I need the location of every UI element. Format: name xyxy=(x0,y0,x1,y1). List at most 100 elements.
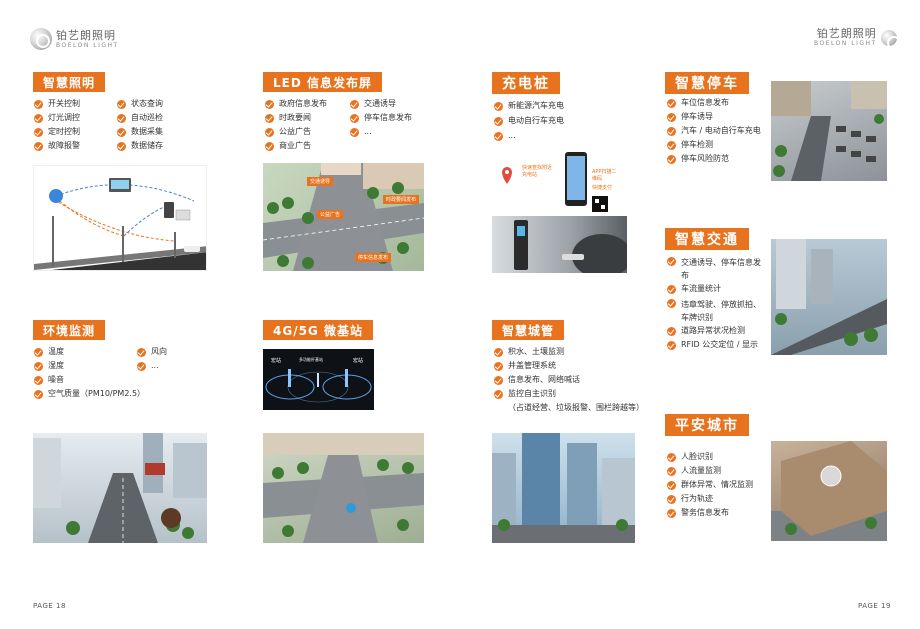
smart-traffic-photo xyxy=(771,239,887,355)
led-label: 公益广告 xyxy=(317,210,344,219)
check-icon xyxy=(34,348,43,357)
charging-app-diagram: 快速查找附近充电站 APP扫描二维码 快捷支付 xyxy=(492,150,632,213)
list-item: 政府信息发布 xyxy=(265,99,327,113)
check-icon xyxy=(667,495,676,504)
safe-city-list: 人脸识别 人流量监测 群体异常、情况监测 行为轨迹 警务信息发布 xyxy=(667,452,753,522)
check-icon xyxy=(494,348,503,357)
charging-photo xyxy=(492,216,627,273)
check-icon xyxy=(350,100,359,109)
smart-parking-title: 智慧停车 xyxy=(665,72,749,94)
check-icon xyxy=(34,142,43,151)
list-item: 井盖管理系统 xyxy=(494,361,644,375)
list-item: 停车信息发布 xyxy=(350,113,412,127)
smart-traffic-list: 交通诱导、停车信息发布 车流量统计 违章驾驶、停放抓拍、车牌识别 道路异常状况检… xyxy=(667,256,767,354)
check-icon xyxy=(265,128,274,137)
check-icon xyxy=(667,341,676,350)
smart-pipe-title: 智慧城管 xyxy=(492,320,565,340)
list-item: 警务信息发布 xyxy=(667,508,753,522)
check-icon xyxy=(265,142,274,151)
station-label: 宏站 xyxy=(271,358,282,364)
check-icon xyxy=(667,481,676,490)
check-icon xyxy=(34,114,43,123)
list-item: 停车检测 xyxy=(667,140,761,154)
check-icon xyxy=(667,257,676,266)
list-item: 信息发布、网络喊话 xyxy=(494,375,644,389)
list-item: 开关控制 xyxy=(34,99,80,113)
check-icon xyxy=(34,390,43,399)
list-item: （占道经营、垃圾报警、围栏跨越等） xyxy=(508,403,644,412)
environment-title: 环境监测 xyxy=(33,320,106,340)
list-item: 定时控制 xyxy=(34,127,80,141)
smart-traffic-title: 智慧交通 xyxy=(665,228,749,250)
logo-icon xyxy=(880,29,901,50)
base-station-diagram: 宏站 多功能杆基站 宏站 xyxy=(263,349,374,410)
list-item: 新能源汽车充电 xyxy=(494,101,564,116)
list-item: ... xyxy=(350,127,412,141)
led-screen-title: LED 信息发布屏 xyxy=(263,72,382,92)
check-icon xyxy=(494,102,503,111)
charging-list: 新能源汽车充电 电动自行车充电 ... xyxy=(494,101,564,146)
check-icon xyxy=(667,299,676,308)
safe-city-title: 平安城市 xyxy=(665,414,749,436)
check-icon xyxy=(137,362,146,371)
list-item: RFID 公交定位 / 显示 xyxy=(667,340,767,354)
logo-cn: 铂艺朗照明 xyxy=(56,28,116,42)
check-icon xyxy=(265,100,274,109)
check-icon xyxy=(667,467,676,476)
check-icon xyxy=(667,127,676,136)
safe-city-photo xyxy=(771,441,887,541)
logo-icon xyxy=(30,28,52,50)
environment-list-1: 温度 湿度 噪音 空气质量（PM10/PM2.5） xyxy=(34,347,145,403)
list-item: 空气质量（PM10/PM2.5） xyxy=(34,389,145,403)
check-icon xyxy=(667,327,676,336)
logo-en: BOELON LIGHT xyxy=(56,41,119,49)
led-label: 时政要闻发布 xyxy=(383,195,420,204)
led-screen-list-1: 政府信息发布 时政要闻 公益广告 商业广告 xyxy=(265,99,327,155)
list-item: 监控自主识别 xyxy=(494,389,644,403)
led-label: 停车信息发布 xyxy=(355,253,392,262)
smart-lighting-list-1: 开关控制 灯光调控 定时控制 故障报警 xyxy=(34,99,80,155)
list-item: ... xyxy=(137,361,167,375)
logo-en: BOELON LIGHT xyxy=(814,40,877,47)
logo-cn: 铂艺朗照明 xyxy=(816,27,877,40)
check-icon xyxy=(667,453,676,462)
list-item: ... xyxy=(494,131,564,146)
check-icon xyxy=(494,132,503,141)
led-screen-photo: 交通诱导 公益广告 时政要闻发布 停车信息发布 xyxy=(263,163,424,271)
led-screen-list-2: 交通诱导 停车信息发布 ... xyxy=(350,99,412,141)
smart-pipe-photo xyxy=(492,433,635,543)
smart-parking-photo xyxy=(771,81,887,181)
list-item: 停车风险防范 xyxy=(667,154,761,168)
list-item: 湿度 xyxy=(34,361,145,375)
check-icon xyxy=(667,509,676,518)
charging-label: 快捷支付 xyxy=(592,185,613,191)
page-number-right: PAGE 19 xyxy=(858,602,891,610)
base-station-title: 4G/5G 微基站 xyxy=(263,320,373,340)
check-icon xyxy=(117,142,126,151)
list-item: 行为轨迹 xyxy=(667,494,753,508)
smart-lighting-diagram xyxy=(33,165,207,271)
check-icon xyxy=(265,114,274,123)
list-item: 违章驾驶、停放抓拍、车牌识别 xyxy=(667,298,767,326)
list-item: 状态查询 xyxy=(117,99,163,113)
list-item: 汽车 / 电动自行车充电 xyxy=(667,126,761,140)
list-item: 交通诱导 xyxy=(350,99,412,113)
list-item: 风向 xyxy=(137,347,167,361)
check-icon xyxy=(667,155,676,164)
list-item: 故障报警 xyxy=(34,141,80,155)
list-item: 灯光调控 xyxy=(34,113,80,127)
check-icon xyxy=(117,114,126,123)
list-item: 群体异常、情况监测 xyxy=(667,480,753,494)
list-item: 商业广告 xyxy=(265,141,327,155)
list-item: 自动巡检 xyxy=(117,113,163,127)
charging-label: APP扫描二维码 xyxy=(592,169,617,182)
base-station-photo xyxy=(263,433,424,543)
environment-photo xyxy=(33,433,207,543)
check-icon xyxy=(34,362,43,371)
list-item: 温度 xyxy=(34,347,145,361)
list-item: 人脸识别 xyxy=(667,452,753,466)
list-item: 车流量统计 xyxy=(667,284,767,298)
check-icon xyxy=(34,376,43,385)
smart-pipe-list: 积水、土壤监测 井盖管理系统 信息发布、网络喊话 监控自主识别 （占道经营、垃圾… xyxy=(494,347,644,417)
list-item: 噪音 xyxy=(34,375,145,389)
